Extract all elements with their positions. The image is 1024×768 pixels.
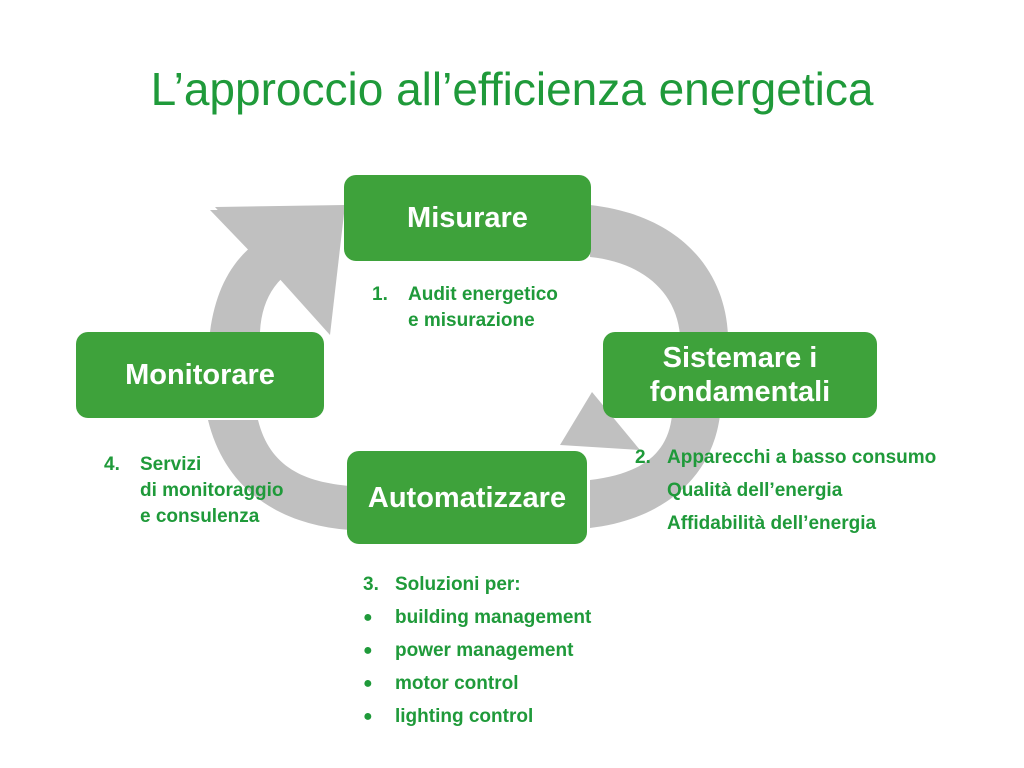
arrow-misurare-to-sistemare	[590, 205, 728, 335]
bullet-icon: ●	[363, 642, 373, 659]
step-automatizzare-label: Automatizzare	[367, 481, 567, 514]
note-number: 3.	[363, 574, 379, 595]
note-automatizzare: 3. Soluzioni per: ● building management …	[363, 568, 591, 733]
note-misurare: 1. Audit energetico e misurazione	[372, 282, 558, 334]
page-title: L’approccio all’efficienza energetica	[150, 63, 874, 115]
bullet-icon: ●	[363, 675, 373, 692]
arrow-tail-left-top	[210, 210, 300, 262]
note-number: 1.	[372, 284, 388, 305]
arrow-automatizzare-to-monitorare	[208, 420, 350, 530]
arrow-sistemare-to-automatizzare	[590, 415, 720, 528]
note-line: di monitoraggio	[140, 480, 284, 501]
note-sistemare: 2. Apparecchi a basso consumo Qualità de…	[635, 441, 936, 540]
note-monitorare: 4. Servizi di monitoraggio e consulenza	[104, 452, 284, 530]
step-monitorare-label: Monitorare	[125, 359, 275, 391]
note-line: e misurazione	[408, 310, 535, 331]
step-misurare-label: Misurare	[407, 202, 528, 234]
step-sistemare-line-1: Sistemare i	[662, 342, 818, 374]
bullet-icon: ●	[363, 708, 373, 725]
note-line: Apparecchi a basso consumo	[667, 447, 937, 468]
bullet-icon: ●	[363, 609, 373, 626]
step-sistemare: Sistemare i fondamentali	[603, 332, 877, 418]
step-automatizzare: Automatizzare	[347, 451, 587, 544]
bullet-item: building management	[395, 607, 592, 628]
bullet-item: motor control	[395, 673, 519, 694]
note-heading: Soluzioni per:	[395, 574, 521, 595]
note-line: Affidabilità dell’energia	[667, 513, 877, 534]
note-number: 2.	[635, 447, 651, 468]
step-misurare: Misurare	[344, 175, 591, 261]
arrowhead-into-automatizzare	[560, 392, 640, 450]
bullet-item: power management	[395, 640, 574, 661]
note-line: e consulenza	[140, 506, 260, 527]
step-sistemare-line-2: fondamentali	[649, 376, 831, 408]
step-monitorare: Monitorare	[76, 332, 324, 418]
note-number: 4.	[104, 454, 120, 475]
note-line: Qualità dell’energia	[667, 480, 843, 501]
note-line: Audit energetico	[408, 284, 558, 305]
bullet-item: lighting control	[395, 706, 534, 727]
note-line: Servizi	[140, 454, 202, 475]
